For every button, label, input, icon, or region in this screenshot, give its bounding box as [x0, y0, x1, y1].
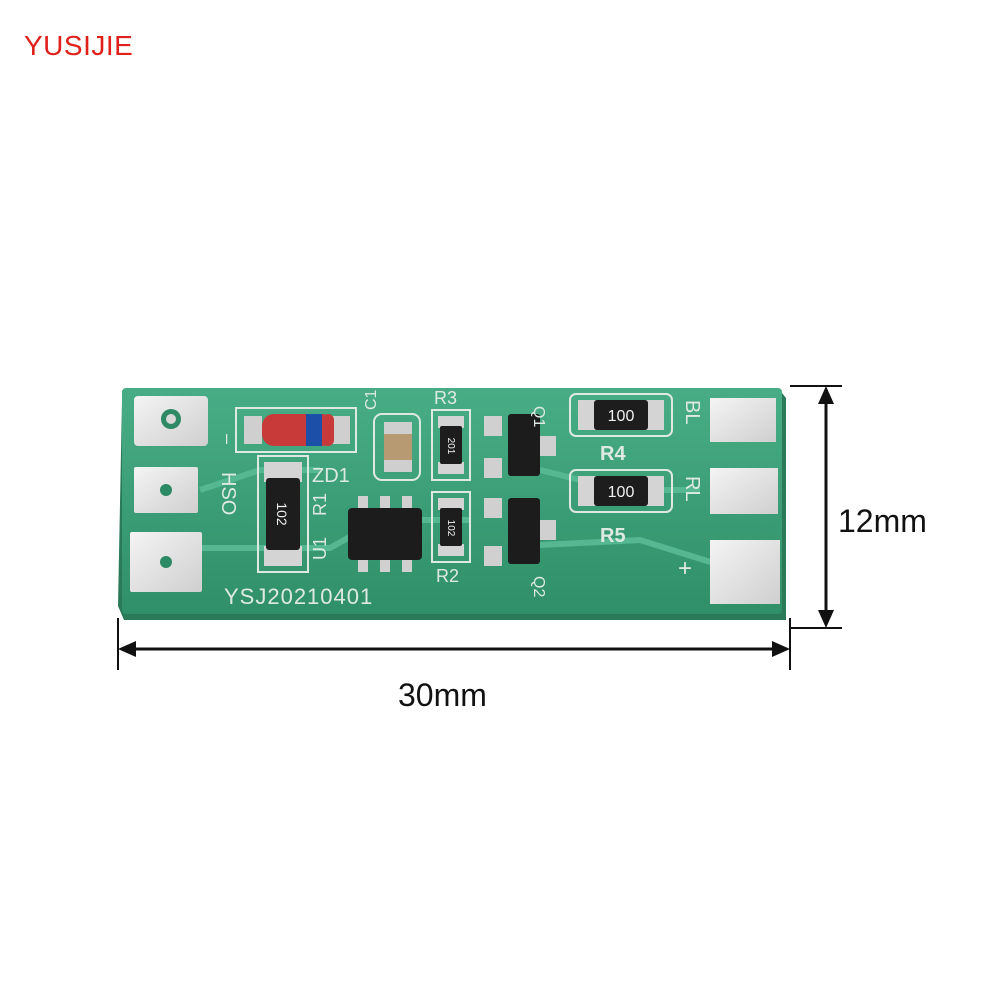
ic-u1 [348, 496, 422, 572]
brand-watermark: YUSIJIE [24, 30, 134, 61]
resistor-r3: 201 [431, 409, 471, 481]
silk-minus: – [218, 434, 238, 444]
hso-pad [134, 467, 198, 513]
silk-q1: Q1 [530, 406, 547, 427]
silk-r4: R4 [600, 443, 626, 465]
bottom-left-pad [130, 532, 202, 592]
arrow-left-icon [118, 641, 136, 657]
silk-r3: R3 [434, 388, 457, 408]
silk-rl: RL [681, 476, 703, 502]
arrow-down-icon [818, 610, 834, 628]
capacitor-c1 [373, 413, 421, 481]
resistor-r2: 102 [431, 491, 471, 563]
silk-bl: BL [681, 400, 703, 424]
silk-r5: R5 [600, 525, 626, 547]
bl-pad [710, 398, 776, 442]
zener-diode-zd1 [235, 407, 357, 453]
width-label: 30mm [398, 677, 487, 713]
resistor-r5: 100 [569, 469, 673, 513]
r4-marking: 100 [608, 408, 635, 425]
silk-zd1: ZD1 [312, 465, 350, 487]
r5-marking: 100 [608, 484, 635, 501]
board-id: YSJ20210401 [224, 584, 373, 609]
silk-u1: U1 [310, 537, 330, 560]
silk-plus: + [678, 555, 692, 582]
silk-hso: HSO [217, 472, 239, 515]
negative-pad [134, 396, 208, 446]
height-label: 12mm [838, 503, 927, 539]
width-dimension [117, 618, 791, 670]
arrow-up-icon [818, 386, 834, 404]
positive-pad [710, 540, 780, 604]
r2-marking: 102 [445, 520, 456, 537]
resistor-r4: 100 [569, 393, 673, 437]
height-dimension [790, 385, 842, 629]
transistor-q1 [484, 414, 556, 478]
silk-q2: Q2 [530, 576, 547, 597]
silk-r1: R1 [310, 493, 330, 516]
resistor-r1: 102 [257, 455, 309, 573]
silk-r2: R2 [436, 566, 459, 586]
r1-marking: 102 [274, 502, 290, 526]
transistor-q2 [484, 498, 556, 566]
silk-c1: C1 [363, 389, 380, 410]
r3-marking: 201 [445, 438, 456, 455]
arrow-right-icon [772, 641, 790, 657]
rl-pad [710, 468, 778, 514]
